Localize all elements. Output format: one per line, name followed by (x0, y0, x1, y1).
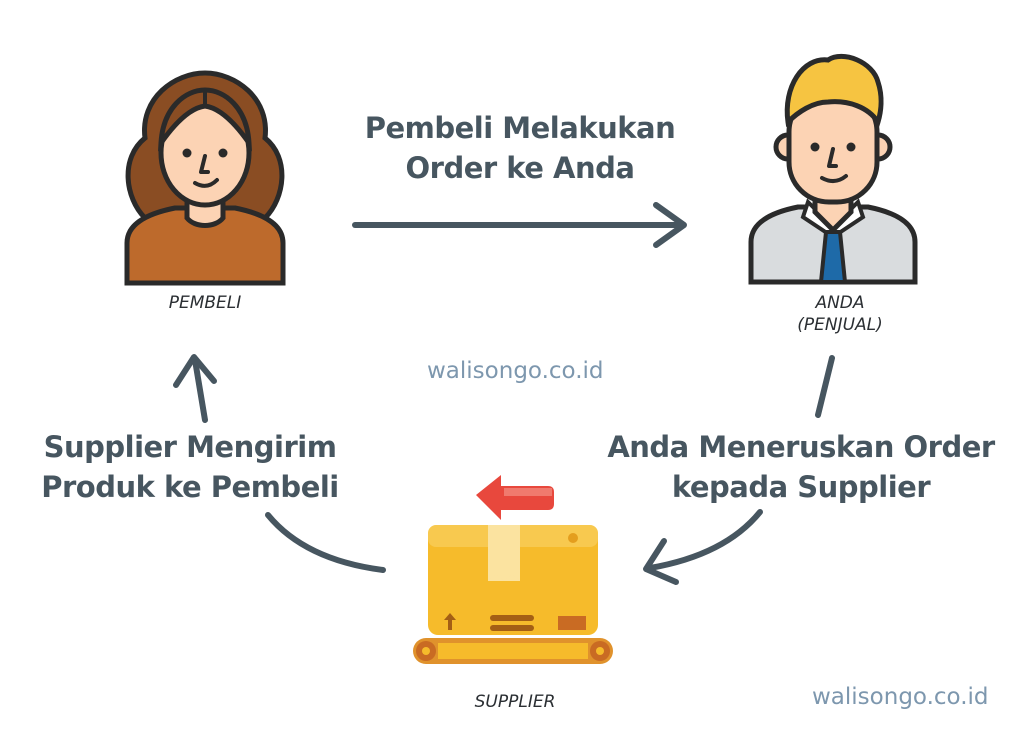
step1-line2: Order ke Anda (405, 151, 635, 185)
seller-caption-line1: ANDA (815, 293, 865, 313)
step-buyer-to-seller-label: Pembeli Melakukan Order ke Anda (340, 108, 700, 188)
seller-avatar-icon (748, 53, 918, 285)
step3-line2: Produk ke Pembeli (41, 470, 339, 504)
buyer-avatar-icon (124, 70, 286, 286)
step-seller-to-supplier-label: Anda Meneruskan Order kepada Supplier (606, 427, 996, 507)
seller-caption-line2: (PENJUAL) (797, 315, 883, 335)
red-arrow-icon (476, 475, 554, 520)
step3-line1: Supplier Mengirim (43, 430, 337, 464)
watermark-center: walisongo.co.id (427, 358, 604, 384)
buyer-caption-text: PEMBELI (168, 293, 242, 313)
supplier-caption: SUPPLIER (450, 691, 580, 713)
buyer-caption: PEMBELI (145, 292, 265, 314)
watermark-corner: walisongo.co.id (812, 684, 989, 710)
step-supplier-to-buyer-label: Supplier Mengirim Produk ke Pembeli (30, 427, 350, 507)
step1-line1: Pembeli Melakukan (364, 111, 676, 145)
supplier-box-icon (413, 475, 613, 664)
seller-caption: ANDA (PENJUAL) (770, 292, 910, 336)
supplier-caption-text: SUPPLIER (474, 692, 556, 712)
step2-line1: Anda Meneruskan Order (607, 430, 995, 464)
step2-line2: kepada Supplier (671, 470, 931, 504)
